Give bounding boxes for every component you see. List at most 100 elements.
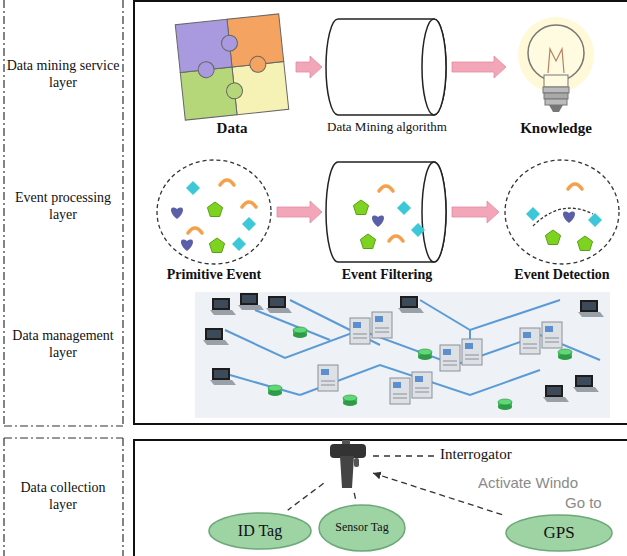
svg-use — [578, 300, 604, 317]
svg-circle — [221, 34, 239, 52]
block-arrow — [277, 201, 322, 223]
svg-polygon — [526, 207, 540, 221]
block-arrow — [296, 56, 322, 78]
node-caption: Knowledge — [480, 120, 627, 137]
svg-use — [542, 322, 562, 348]
svg-use — [203, 328, 229, 345]
caption-text: Primitive Event — [125, 267, 303, 283]
svg-svg — [155, 158, 273, 266]
shape-outline — [326, 15, 448, 119]
svg-polygon — [397, 201, 411, 215]
svg-use — [558, 349, 572, 360]
svg-path — [242, 202, 256, 207]
svg-polygon — [360, 234, 375, 249]
svg-polygon — [588, 213, 602, 227]
svg-path — [326, 19, 446, 115]
svg-polygon — [545, 230, 560, 245]
tag-label: GPS — [543, 524, 574, 543]
svg-path — [326, 162, 446, 262]
watermark-text: Activate Windo — [478, 474, 578, 491]
svg-circle — [226, 82, 244, 100]
svg-path — [181, 239, 193, 251]
layer-label: Data collection layer — [6, 480, 120, 514]
tag-ellipse: Sensor Tag — [318, 504, 406, 552]
svg-use — [390, 378, 410, 404]
svg-path — [548, 49, 564, 73]
svg-use — [238, 293, 264, 310]
svg-circle — [518, 17, 594, 93]
tag-label: ID Tag — [238, 522, 282, 540]
watermark-text: Go to — [565, 494, 602, 511]
svg-use — [210, 298, 236, 315]
shape-outline — [155, 158, 273, 266]
svg-use — [266, 296, 292, 313]
svg-svg — [326, 15, 448, 119]
svg-circle — [197, 61, 215, 79]
caption-text: Data — [142, 120, 322, 137]
block-arrow — [452, 56, 506, 78]
svg-path — [563, 211, 575, 223]
svg-svg — [503, 158, 621, 266]
svg-polygon — [353, 200, 368, 215]
svg-polygon — [207, 202, 222, 217]
svg-path — [533, 208, 593, 226]
shape-outline — [503, 158, 621, 266]
svg-svg — [172, 15, 292, 119]
node-caption: Primitive Event — [125, 267, 303, 283]
svg-path — [379, 186, 393, 191]
shape-outline — [172, 15, 292, 119]
svg-rect — [330, 444, 366, 458]
svg-rect — [545, 99, 567, 105]
cylinder-node: Data Mining algorithm — [326, 15, 448, 119]
svg-path — [4, 0, 123, 556]
svg-path — [220, 180, 234, 185]
svg-circle — [528, 25, 584, 81]
event-circle: Event Detection — [503, 158, 621, 266]
svg-rect — [543, 87, 569, 93]
svg-circle — [249, 55, 267, 73]
data-puzzle-node: Data — [172, 15, 292, 119]
caption-text: Event Detection — [473, 267, 627, 283]
svg-use — [412, 372, 432, 398]
svg-rect — [544, 93, 568, 99]
svg-svg — [326, 440, 370, 490]
shape-outline — [326, 440, 370, 490]
svg-use — [210, 368, 236, 385]
node-caption: Data — [142, 120, 322, 137]
svg-line — [373, 455, 436, 456]
shape-outline — [326, 158, 448, 266]
svg-g — [175, 14, 288, 120]
svg-use — [462, 339, 482, 365]
svg-path — [372, 215, 384, 227]
svg-use — [268, 385, 282, 396]
svg-path — [568, 184, 582, 189]
svg-path — [290, 300, 380, 345]
svg-use — [350, 318, 370, 344]
caption-text: Event Filtering — [296, 267, 478, 283]
layer-label: Data mining service layer — [6, 58, 120, 92]
svg-ellipse — [319, 505, 405, 551]
svg-use — [318, 365, 338, 391]
tag-ellipse: GPS — [505, 514, 613, 552]
svg-path — [420, 300, 560, 330]
node-caption: Data Mining algorithm — [326, 120, 448, 135]
tag-ellipse: ID Tag — [208, 512, 312, 550]
svg-use — [498, 399, 512, 410]
svg-use — [520, 328, 540, 354]
dashed-link — [354, 493, 356, 501]
svg-polygon — [186, 181, 200, 195]
svg-rect — [354, 458, 359, 467]
shape-outline — [510, 15, 602, 119]
svg-polygon — [242, 217, 256, 231]
svg-path — [230, 375, 300, 395]
svg-rect — [134, 1, 627, 424]
dashed-link — [288, 483, 324, 510]
reader-device: Interrogator — [326, 440, 370, 490]
svg-polygon — [340, 456, 354, 488]
text-holder: Sensor Tag — [318, 504, 406, 552]
svg-polygon — [411, 223, 425, 237]
svg-ellipse — [505, 160, 619, 264]
caption-text: Data Mining algorithm — [326, 120, 448, 135]
